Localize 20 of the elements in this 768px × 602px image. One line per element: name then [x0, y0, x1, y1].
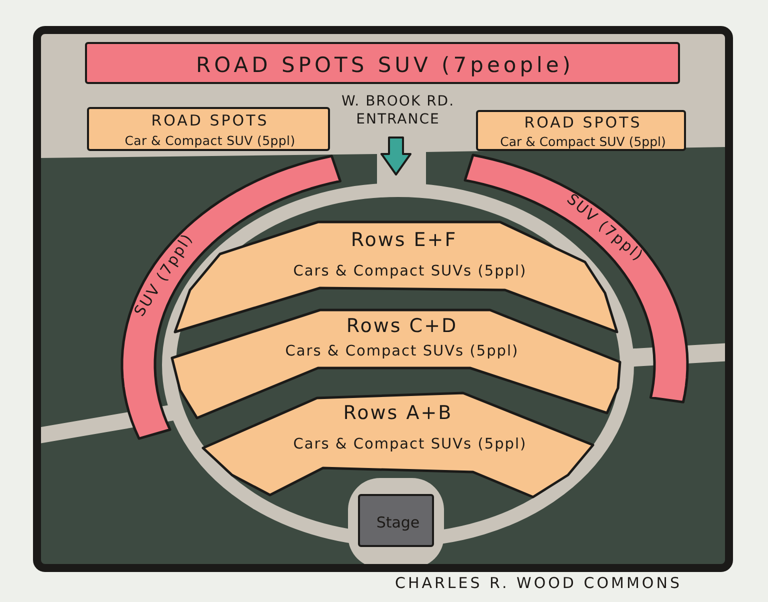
parking-zone — [87, 107, 330, 151]
zone-title: Rows E+F — [350, 230, 458, 252]
street-label: W. BROOK RD. ENTRANCE — [340, 94, 456, 128]
zone-title: ROAD SPOTS — [151, 112, 269, 130]
parking-strip — [85, 42, 680, 84]
parking-zone — [172, 310, 620, 418]
zone-subtitle: Cars & Compact SUVs (5ppl) — [285, 344, 519, 360]
zone-subtitle: Cars & Compact SUVs (5ppl) — [293, 264, 527, 280]
stage-block — [358, 494, 434, 547]
caption: CHARLES R. WOOD COMMONS — [395, 574, 682, 592]
zone-title: ROAD SPOTS — [524, 114, 642, 132]
strip-label: ROAD SPOTS SUV (7people) — [196, 52, 574, 78]
parking-zone — [203, 393, 593, 497]
zone-title: Rows C+D — [346, 316, 458, 338]
stage-label: Stage — [376, 514, 420, 532]
zone-subtitle: Car & Compact SUV (5ppl) — [124, 134, 296, 148]
zone-subtitle: Car & Compact SUV (5ppl) — [500, 134, 666, 150]
zone-title: Rows A+B — [343, 403, 453, 425]
parking-zone — [476, 110, 686, 151]
zone-subtitle: Cars & Compact SUVs (5ppl) — [293, 436, 527, 454]
